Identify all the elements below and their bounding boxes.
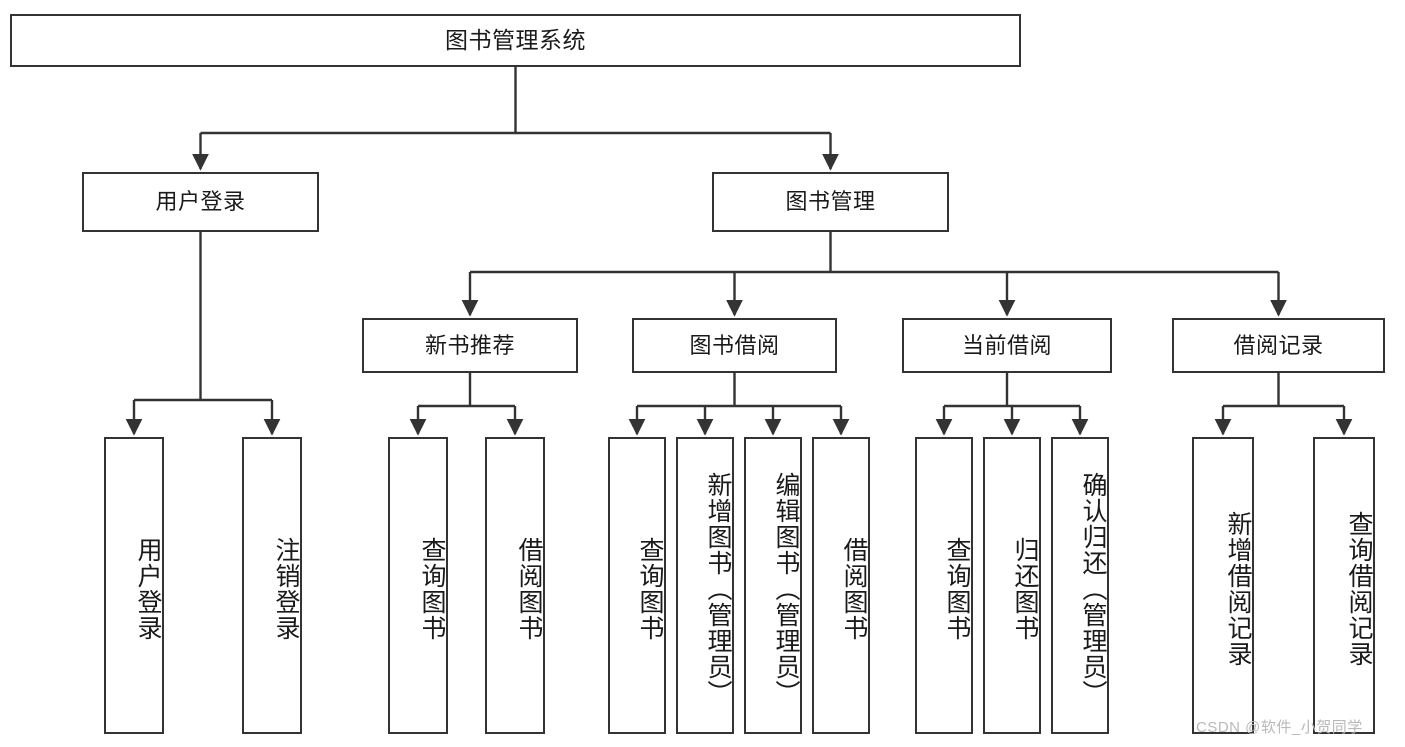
leaf-query-book[interactable]: 查询图书 [608, 437, 666, 734]
node-label: 确认归还（管理员） [1079, 471, 1107, 706]
node-label: 新增图书（管理员） [704, 471, 732, 706]
node-borrow-record[interactable]: 借阅记录 [1172, 318, 1385, 373]
leaf-query-borrow-record[interactable]: 查询借阅记录 [1313, 437, 1375, 734]
node-label: 图书管理 [785, 189, 876, 215]
node-label: 借阅图书 [515, 536, 543, 641]
leaf-query-book-current[interactable]: 查询图书 [915, 437, 973, 734]
node-label: 编辑图书（管理员） [772, 471, 800, 706]
node-book-borrow[interactable]: 图书借阅 [632, 318, 837, 373]
node-label: 查询借阅记录 [1345, 510, 1373, 667]
leaf-return-book[interactable]: 归还图书 [983, 437, 1041, 734]
node-user-login[interactable]: 用户登录 [82, 172, 319, 232]
node-label: 图书借阅 [689, 332, 780, 358]
leaf-edit-book-admin[interactable]: 编辑图书（管理员） [744, 437, 802, 734]
node-label: 用户登录 [155, 189, 246, 215]
node-book-management[interactable]: 图书管理 [712, 172, 949, 232]
node-new-book-recommend[interactable]: 新书推荐 [362, 318, 578, 373]
leaf-add-borrow-record[interactable]: 新增借阅记录 [1192, 437, 1254, 734]
leaf-add-book-admin[interactable]: 新增图书（管理员） [676, 437, 734, 734]
node-label: 当前借阅 [961, 332, 1052, 358]
node-label: 新书推荐 [424, 332, 515, 358]
node-root[interactable]: 图书管理系统 [10, 14, 1021, 67]
node-label: 查询图书 [418, 536, 446, 641]
leaf-query-book-rec[interactable]: 查询图书 [388, 437, 448, 734]
node-label: 注销登录 [272, 536, 300, 641]
leaf-borrow-book[interactable]: 借阅图书 [812, 437, 870, 734]
node-label: 新增借阅记录 [1224, 510, 1252, 667]
leaf-logout[interactable]: 注销登录 [242, 437, 302, 734]
node-label: 用户登录 [134, 536, 162, 641]
leaf-user-login[interactable]: 用户登录 [104, 437, 164, 734]
watermark-text: CSDN @软件_小贺同学 [1196, 719, 1363, 736]
leaf-borrow-book-rec[interactable]: 借阅图书 [485, 437, 545, 734]
leaf-confirm-return-admin[interactable]: 确认归还（管理员） [1051, 437, 1109, 734]
node-label: 借阅图书 [840, 536, 868, 641]
node-label: 查询图书 [636, 536, 664, 641]
node-current-borrow[interactable]: 当前借阅 [902, 318, 1112, 373]
node-label: 借阅记录 [1233, 332, 1324, 358]
node-label: 归还图书 [1011, 536, 1039, 641]
node-label: 查询图书 [943, 536, 971, 641]
node-label: 图书管理系统 [445, 26, 586, 53]
